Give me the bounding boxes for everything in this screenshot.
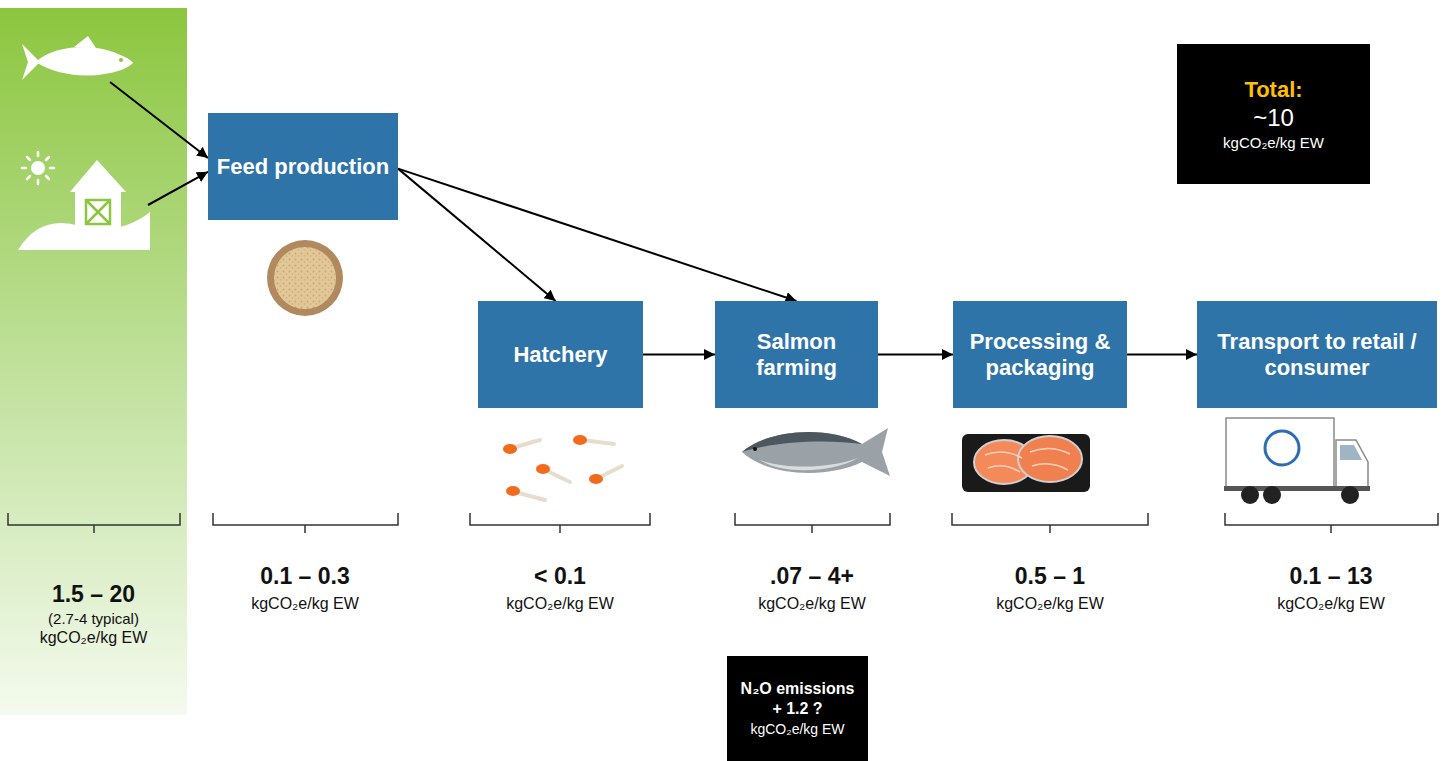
process-box: Hatchery	[478, 301, 643, 408]
process-box: Processing & packaging	[953, 301, 1127, 408]
note-heading: N₂O emissions	[741, 679, 855, 700]
value-label: .07 – 4+	[702, 563, 922, 591]
total-box: Total:~10kgCO₂e/kg EW	[1177, 44, 1370, 184]
fish-icon	[22, 36, 133, 80]
delivery-truck	[1224, 418, 1370, 504]
feed-bag	[267, 240, 343, 316]
unit-label: kgCO₂e/kg EW	[702, 594, 922, 613]
arrow-connector	[878, 354, 953, 356]
box-label: Transport to retail / consumer	[1205, 329, 1429, 380]
unit-label: kgCO₂e/kg EW	[1221, 594, 1441, 613]
arrow-connector	[148, 172, 208, 205]
value-label: < 0.1	[450, 563, 670, 591]
note-box: N₂O emissions+ 1.2 ?kgCO₂e/kg EW	[727, 656, 868, 761]
unit-label: kgCO₂e/kg EW	[195, 594, 415, 613]
value-text: 1.5 – 20	[52, 580, 135, 609]
arrow-connector	[398, 169, 797, 301]
note-text: (2.7-4 typical)	[48, 609, 139, 629]
box-label: Hatchery	[513, 342, 607, 367]
salmon-larvae	[503, 435, 622, 500]
salmon-fish	[742, 428, 890, 476]
value-label: 0.1 – 13	[1221, 563, 1441, 591]
value-label: 0.1 – 0.3	[195, 563, 415, 591]
arrow-connector	[110, 82, 208, 158]
unit-label: kgCO₂e/kg EW	[450, 594, 670, 613]
unit-text: kgCO₂e/kg EW	[750, 720, 844, 738]
total-value: ~10	[1253, 103, 1294, 133]
arrow-connector	[398, 169, 556, 301]
range-bracket	[8, 513, 1438, 533]
total-heading: Total:	[1244, 76, 1302, 104]
box-label: Salmon farming	[723, 329, 870, 380]
unit-text: kgCO₂e/kg EW	[1223, 133, 1324, 153]
value-label: 0.5 – 1	[940, 563, 1160, 591]
band-ground	[0, 8, 187, 715]
process-box: Salmon farming	[715, 301, 878, 408]
value-band: 1.5 – 20(2.7-4 typical)kgCO₂e/kg EW	[0, 8, 187, 715]
unit-label: kgCO₂e/kg EW	[940, 594, 1160, 613]
salmon-tray	[962, 434, 1090, 492]
process-box: Transport to retail / consumer	[1197, 301, 1437, 408]
arrow-connector	[643, 354, 715, 356]
process-box: Feed production	[208, 113, 398, 220]
arrow-connector	[1127, 354, 1197, 356]
note-value: + 1.2 ?	[772, 699, 822, 720]
box-label: Feed production	[217, 154, 389, 179]
box-label: Processing & packaging	[961, 329, 1119, 380]
farm-icon	[18, 152, 150, 250]
unit-text: kgCO₂e/kg EW	[40, 628, 148, 649]
